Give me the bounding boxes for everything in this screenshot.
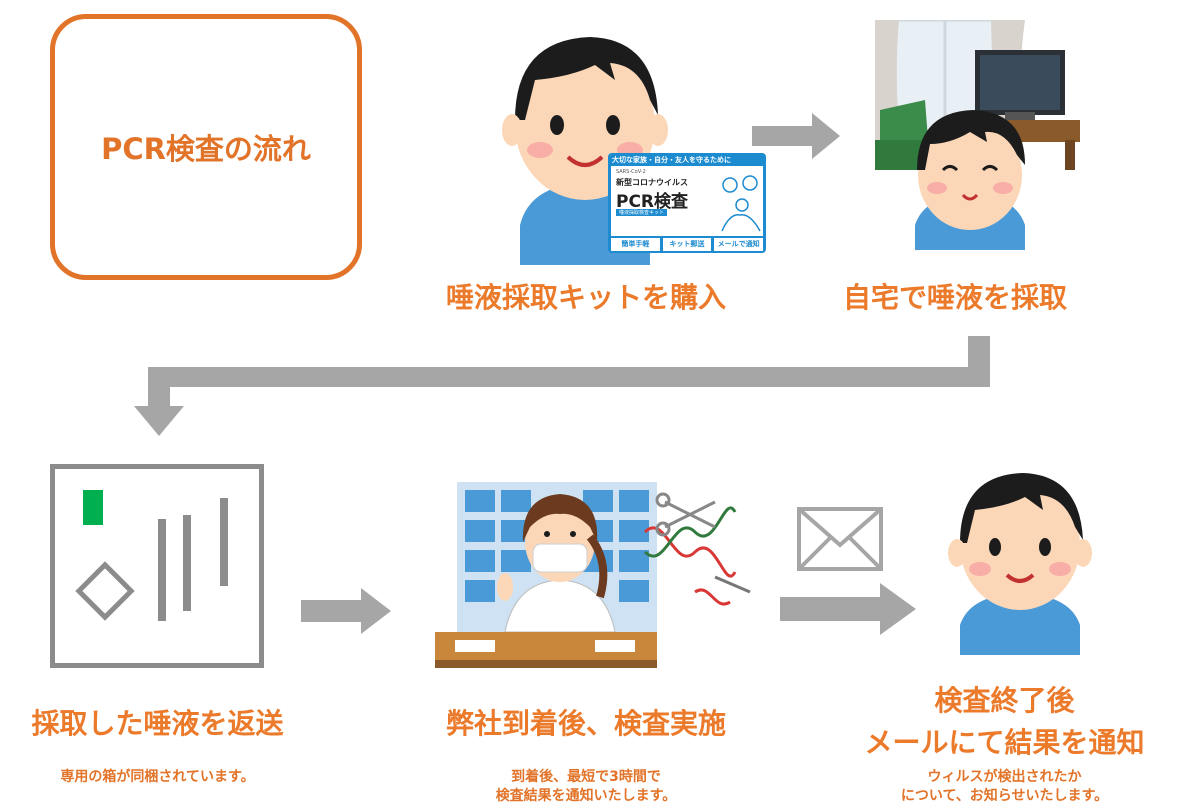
step-3-label: 採取した唾液を返送 [31,707,284,740]
kit-banner: 大切な家族・自分・友人を守るために [612,156,731,164]
family-icon [721,175,761,232]
notified-boy-illustration [948,473,1092,655]
lab-testing-illustration [435,482,751,668]
kit-feature-1: 簡単手軽 [611,238,660,251]
step-3-note: 専用の箱が同梱されています。 [60,769,255,785]
kit-subtitle: 新型コロナウイルス [616,178,688,187]
bar-2 [183,515,191,611]
arrow-right-1 [752,113,840,159]
home-collection-illustration [875,20,1080,250]
step-2-label: 自宅で唾液を採取 [842,281,1067,314]
arrow-return [134,336,990,436]
mail-envelope-icon [797,507,883,571]
arrow-right-2 [301,588,391,634]
return-parcel-box [50,464,264,668]
kit-feature-3: メールで通知 [714,238,764,251]
kit-feature-2: キット郵送 [662,238,712,251]
kit-virus-label: SARS-CoV-2 [616,169,646,175]
green-label [83,490,103,525]
step-5-label-line-1: 検査終了後 [934,684,1075,717]
title-box: PCR検査の流れ [50,14,362,280]
step-5-note-line-1: ウィルスが検出されたか [927,769,1082,785]
diamond-mark [75,561,135,621]
step-5-note: ウィルスが検出されたか について、お知らせいたします。 [830,768,1179,806]
bar-3 [220,498,228,586]
step-4-note: 到着後、最短で3時間で 検査結果を通知いたします。 [400,768,772,806]
step-4-label: 弊社到着後、検査実施 [445,707,726,740]
step-5-label-line-2: メールにて結果を通知 [864,726,1145,759]
kit-tag: 唾液採取検査キット [616,209,668,216]
page-title: PCR検査の流れ [101,132,311,166]
step-4-note-line-2: 検査結果を通知いたします。 [495,788,677,804]
step-5-label: 検査終了後 メールにて結果を通知 [830,680,1179,764]
kit-heading: PCR検査 [616,192,689,212]
pcr-kit-card: 大切な家族・自分・友人を守るために SARS-CoV-2 新型コロナウイルス P… [608,153,766,253]
step-1-label: 唾液採取キットを購入 [445,281,726,314]
arrow-right-3 [780,583,916,635]
bar-1 [158,519,166,621]
step-5-note-line-2: について、お知らせいたします。 [900,788,1109,804]
step-4-note-line-1: 到着後、最短で3時間で [511,769,661,785]
